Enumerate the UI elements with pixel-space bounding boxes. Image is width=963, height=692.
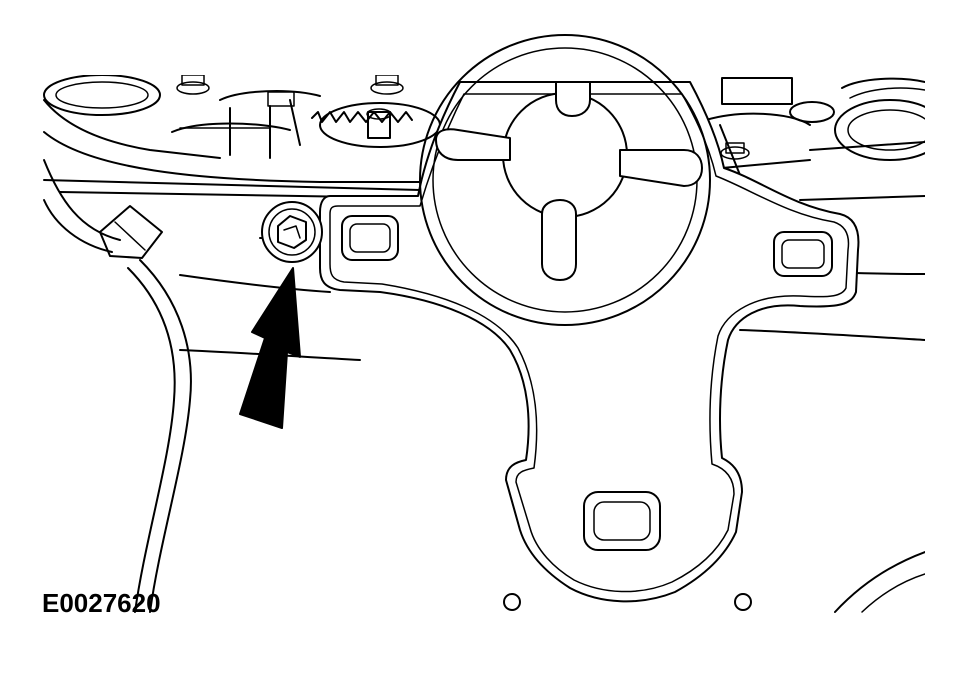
wiring-harness — [43, 159, 192, 613]
arrow-icon — [239, 267, 301, 429]
target-bolt — [261, 201, 323, 263]
figure-id-label: E0027620 — [42, 588, 161, 618]
sprocket — [311, 102, 441, 148]
engine-background — [43, 75, 925, 613]
crankshaft-holding-tool — [319, 34, 860, 603]
